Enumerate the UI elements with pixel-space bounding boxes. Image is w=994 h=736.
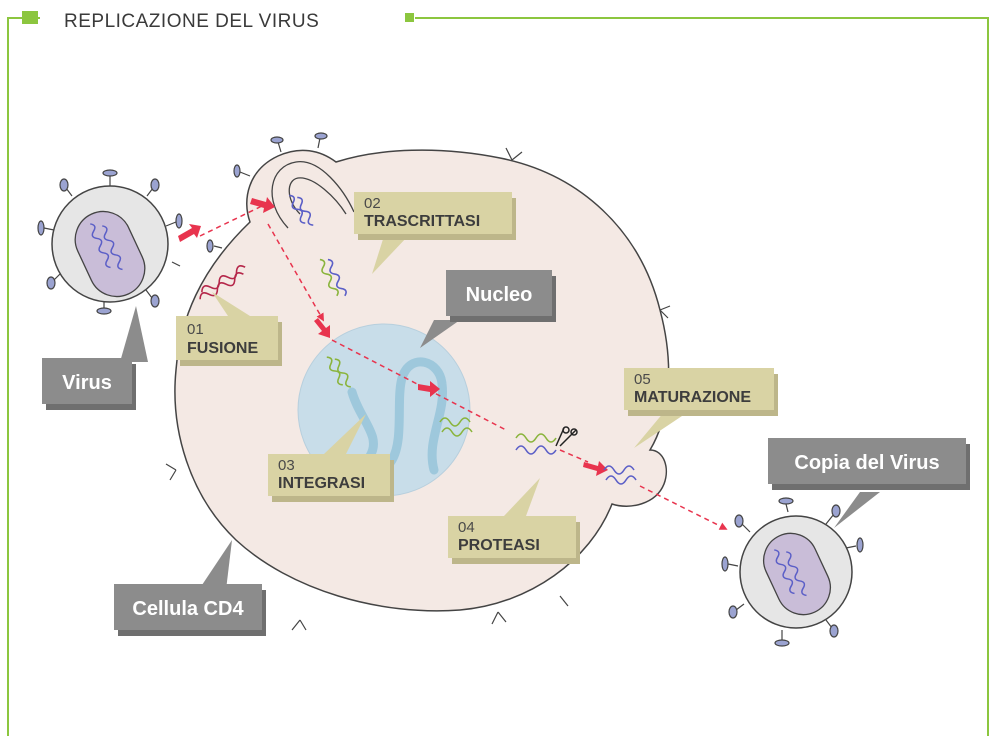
callout-step-4: 04 PROTEASI bbox=[448, 478, 580, 564]
virus-particle bbox=[37, 169, 183, 315]
virus-copy-particle bbox=[721, 497, 864, 647]
svg-text:04: 04 bbox=[458, 519, 475, 536]
svg-text:02: 02 bbox=[364, 195, 381, 212]
label-cell-cd4: Cellula CD4 bbox=[114, 540, 266, 636]
svg-text:Virus: Virus bbox=[62, 372, 112, 394]
svg-text:01: 01 bbox=[187, 321, 204, 338]
label-virus-copy: Copia del Virus bbox=[768, 438, 970, 528]
callout-step-5: 05 MATURAZIONE bbox=[624, 368, 778, 448]
label-nucleus: Nucleo bbox=[420, 270, 556, 348]
label-virus: Virus bbox=[42, 306, 148, 410]
scissors-icon bbox=[555, 426, 578, 447]
receptors bbox=[165, 147, 671, 631]
title-marker-left bbox=[22, 11, 38, 24]
page-title: REPLICAZIONE DEL VIRUS bbox=[64, 11, 319, 32]
svg-text:Copia del Virus: Copia del Virus bbox=[794, 452, 939, 474]
title-marker-right bbox=[405, 13, 414, 22]
callout-step-2: 02 TRASCRITTASI bbox=[354, 192, 516, 274]
svg-text:MATURAZIONE: MATURAZIONE bbox=[634, 389, 751, 406]
callout-step-1: 01 FUSIONE bbox=[176, 292, 282, 366]
svg-text:Nucleo: Nucleo bbox=[466, 284, 533, 306]
frame: REPLICAZIONE DEL VIRUS bbox=[7, 11, 989, 736]
cell-spikes bbox=[206, 132, 328, 253]
svg-text:Cellula CD4: Cellula CD4 bbox=[132, 598, 244, 620]
svg-text:FUSIONE: FUSIONE bbox=[187, 340, 258, 357]
solid-arrows bbox=[178, 197, 608, 476]
svg-text:PROTEASI: PROTEASI bbox=[458, 537, 540, 554]
genetic-strands bbox=[199, 194, 637, 485]
svg-text:05: 05 bbox=[634, 371, 651, 388]
callout-step-3: 03 INTEGRASI bbox=[268, 414, 394, 502]
svg-text:03: 03 bbox=[278, 457, 295, 474]
svg-text:INTEGRASI: INTEGRASI bbox=[278, 475, 365, 492]
svg-text:TRASCRITTASI: TRASCRITTASI bbox=[364, 213, 480, 230]
pathway-arrows bbox=[199, 205, 728, 530]
